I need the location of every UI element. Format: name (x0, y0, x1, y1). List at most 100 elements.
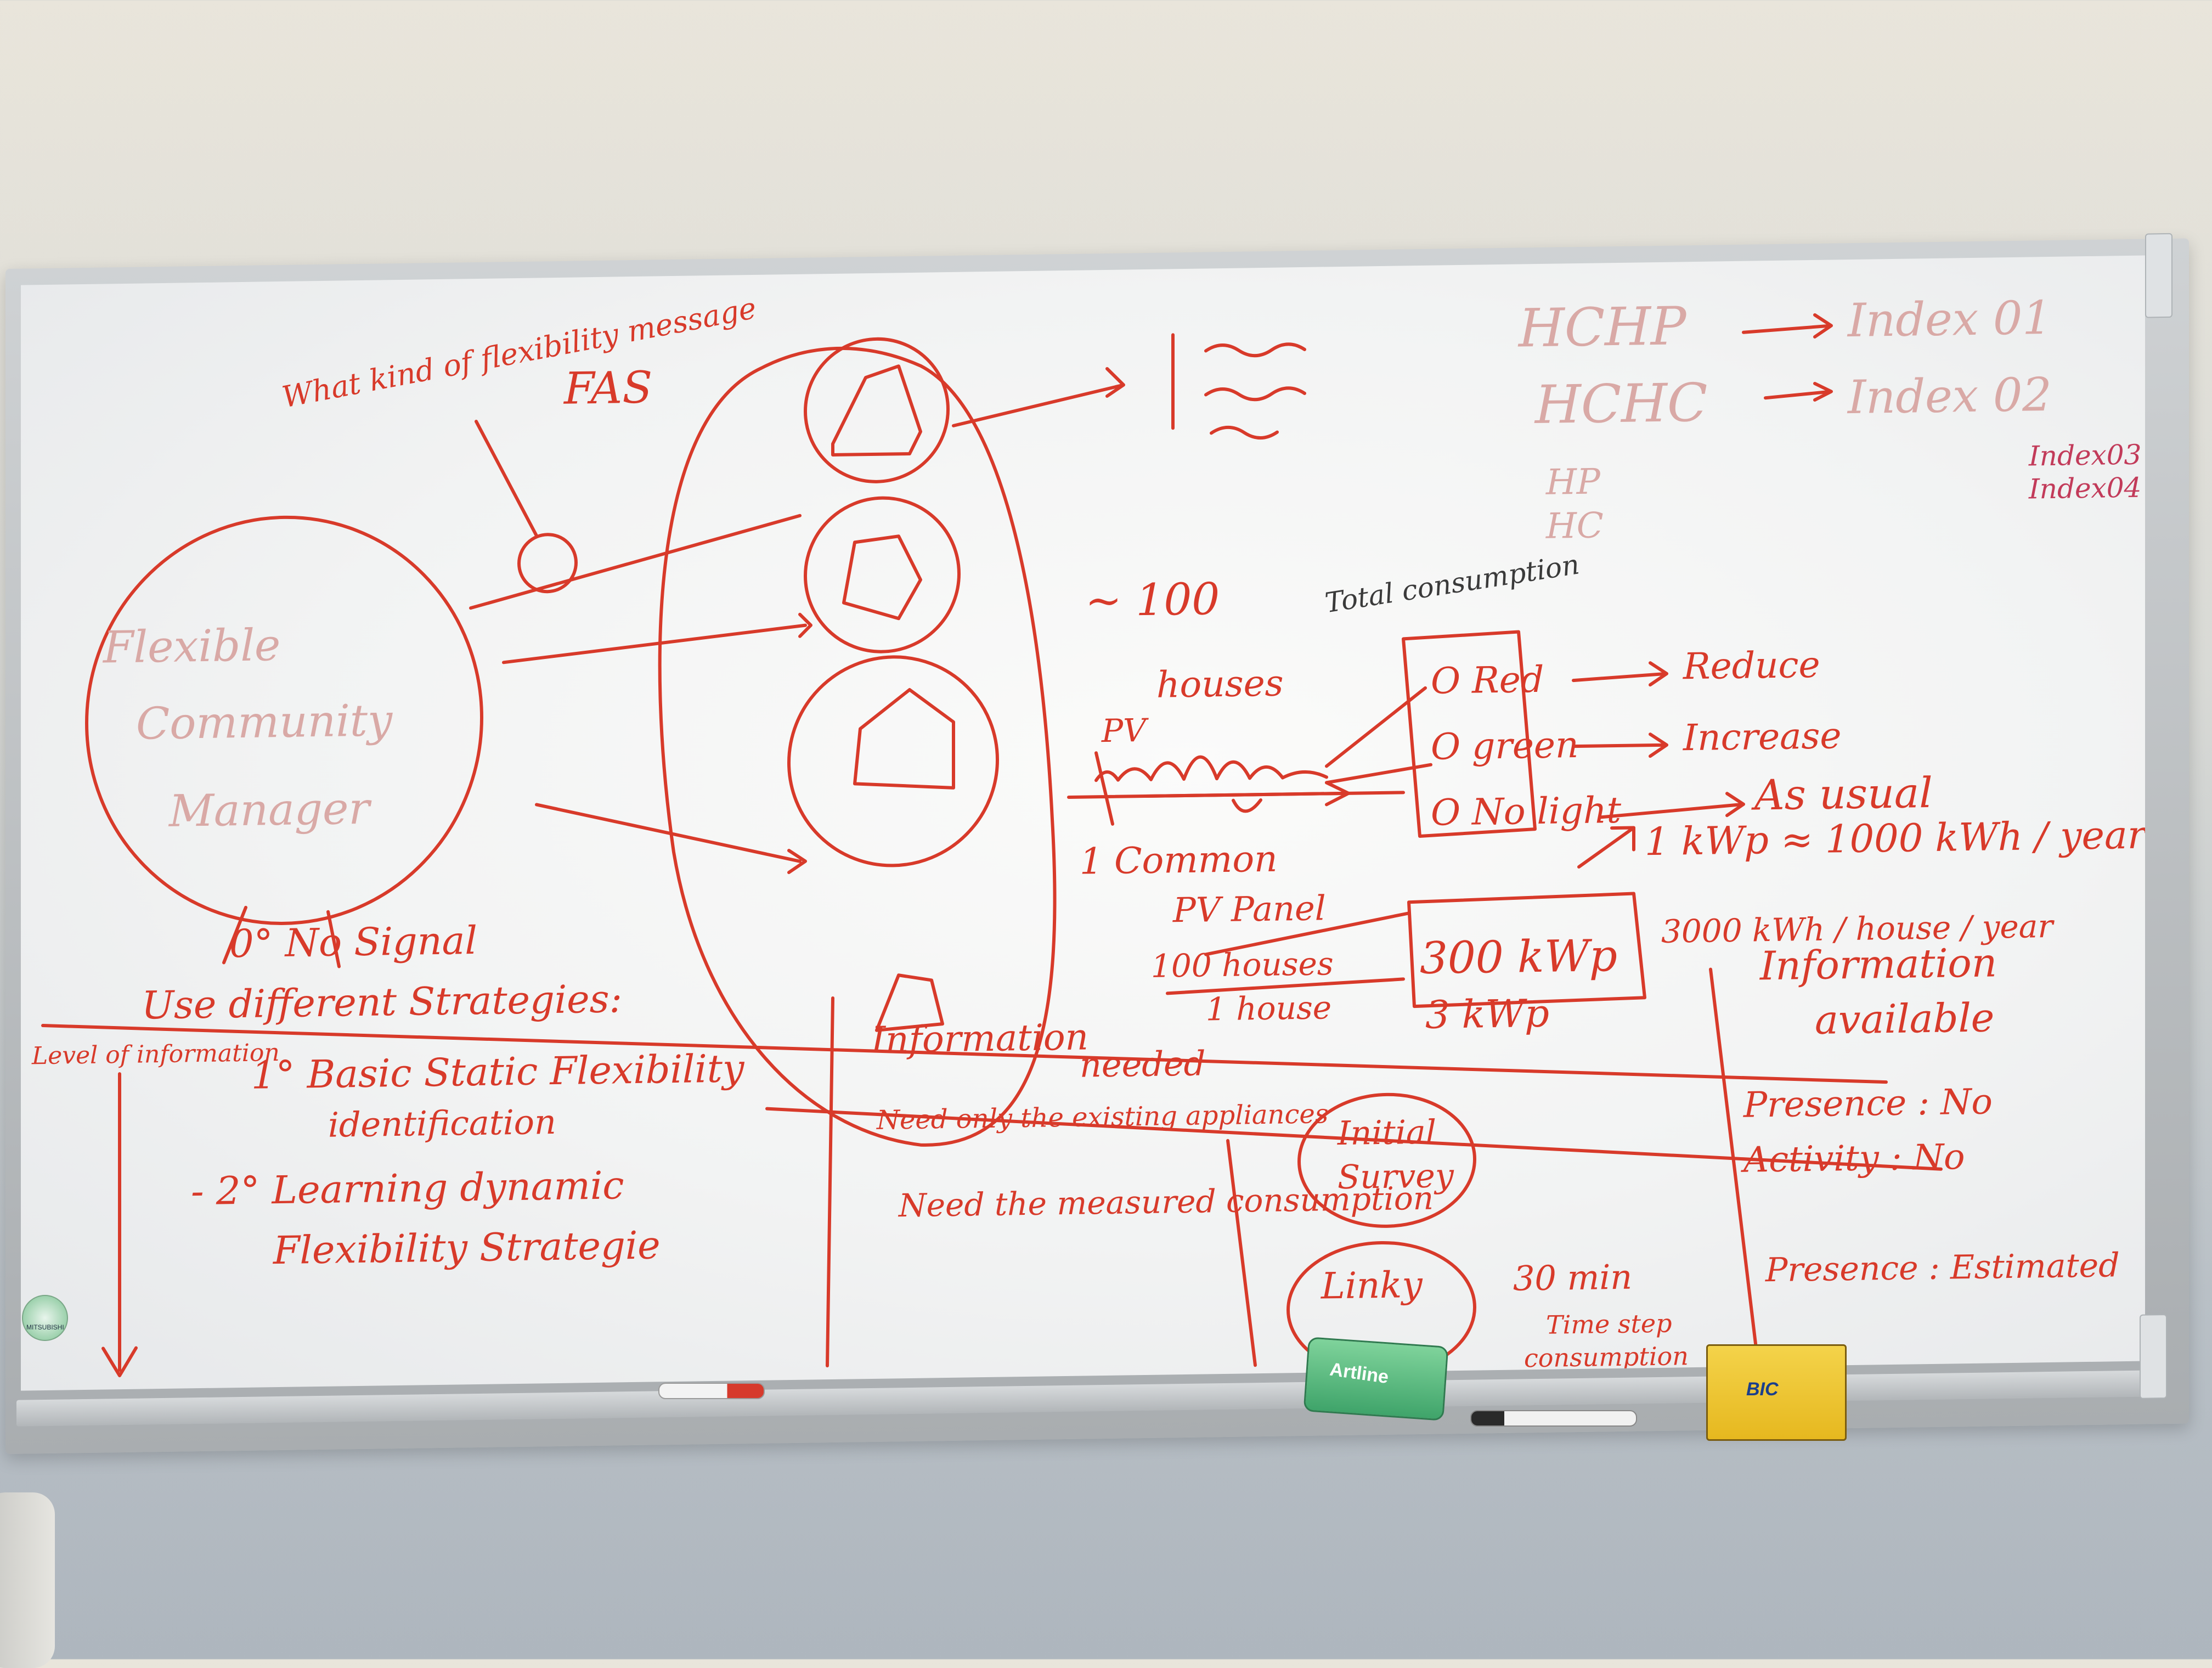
linky-text: Linky (1321, 1264, 1423, 1308)
learning-text: - 2° Learning dynamic (191, 1163, 624, 1214)
light-red-text: O Red (1431, 658, 1544, 702)
house-shape-3 (853, 688, 955, 790)
whiteboard: What kind of flexibility message FAS Fle… (5, 233, 2189, 1455)
brand-sticker: MITSUBISHI (22, 1295, 68, 1341)
flex-strategy-text: Flexibility Strategie (272, 1222, 661, 1273)
activity-no-text: Activity : No (1741, 1137, 1965, 1181)
info-needed-2-text: needed (1080, 1043, 1205, 1085)
index04-text: Index04 (2028, 472, 2141, 505)
thirty-min-text: 30 min (1513, 1257, 1632, 1299)
table-divider-1 (826, 996, 834, 1368)
time-step-text: Time step (1546, 1309, 1672, 1340)
manager-circle (85, 515, 483, 925)
info-available-1-text: Information (1759, 939, 1997, 989)
sticker-label: MITSUBISHI (26, 1323, 64, 1331)
index02-text: Index 02 (1847, 368, 2052, 424)
hchp-text: HCHP (1517, 295, 1687, 359)
chair-edge (0, 1492, 55, 1668)
fas-text: FAS (563, 362, 652, 414)
manager-line3: Manager (168, 783, 372, 837)
info-available-2-text: available (1815, 994, 1994, 1043)
marker-box[interactable]: BIC (1706, 1344, 1847, 1441)
no-signal-text: 0° No Signal (229, 918, 477, 966)
black-marker[interactable] (1470, 1410, 1637, 1427)
red-marker[interactable] (658, 1383, 765, 1399)
kwp-box (1407, 892, 1646, 1008)
flex-question-text: What kind of flexibility message (279, 291, 759, 415)
kwp-arrows (1166, 911, 1410, 995)
consumption-arrows (1325, 686, 1432, 785)
hp-text: HP (1545, 461, 1601, 503)
common-pv-2-text: PV Panel (1172, 888, 1326, 930)
initial-survey-2-text: Survey (1338, 1157, 1454, 1197)
frame-corner-bottom (2140, 1314, 2167, 1399)
hc-text: HC (1545, 505, 1604, 546)
index03-text: Index03 (2028, 439, 2141, 472)
initial-survey-1-text: Initial (1337, 1113, 1436, 1153)
increase-text: Increase (1683, 714, 1841, 759)
arrow-index01 (1742, 313, 1833, 339)
index01-text: Index 01 (1847, 291, 2052, 347)
arrow-to-house-3 (535, 803, 807, 875)
identification-text: identification (328, 1102, 556, 1145)
kwp3-text: 3 kWp (1425, 991, 1549, 1038)
total-consumption-text: Total consumption (1323, 548, 1582, 619)
whiteboard-surface: What kind of flexibility message FAS Fle… (21, 255, 2145, 1391)
level-arrow (101, 1072, 138, 1378)
arrow-to-house-1 (469, 514, 802, 610)
survey-ellipse (1297, 1092, 1476, 1228)
manager-line1: Flexible (102, 619, 280, 673)
need-existing-text: Need only the existing appliances (876, 1098, 1328, 1136)
house-circle-1 (804, 337, 950, 483)
arrow-index02 (1764, 381, 1833, 402)
kwp-line-text: 1 kWp ≈ 1000 kWh / year (1645, 812, 2145, 864)
use-strategies-text: Use different Strategies: (142, 976, 622, 1028)
as-usual-text: As usual (1751, 768, 1933, 820)
arrow-as-usual (1599, 792, 1745, 819)
table-divider-2 (1226, 1139, 1257, 1367)
hundred-houses-text: 100 houses (1151, 945, 1334, 985)
light-green-text: O green (1431, 724, 1579, 768)
pv-axis (1067, 751, 1405, 826)
level-info-text: Level of information (31, 1039, 280, 1070)
graph-arrow (1144, 781, 1350, 807)
table-divider-3 (1709, 967, 1762, 1382)
marker-box-brand: BIC (1746, 1379, 1779, 1400)
light-none-text: O No light (1431, 789, 1622, 834)
manager-line2: Community (136, 695, 393, 750)
arrow-to-house-2 (502, 612, 812, 664)
house-shape-2 (842, 534, 922, 621)
presence-no-text: Presence : No (1743, 1081, 1993, 1125)
arrow-to-signal (952, 367, 1125, 427)
need-measured-text: Need the measured consumption (898, 1180, 1434, 1225)
reduce-text: Reduce (1683, 644, 1820, 688)
house-shape-4 (875, 973, 944, 1032)
frame-corner-top (2145, 233, 2172, 318)
house-shape-1 (831, 364, 922, 457)
kwh-house-text: 3000 kWh / house / year (1661, 908, 2055, 950)
one-house-text: 1 house (1206, 989, 1331, 1028)
arrow-increase (1572, 732, 1668, 758)
consumption-text: consumption (1524, 1341, 1689, 1373)
presence-est-text: Presence : Estimated (1765, 1246, 2120, 1289)
arrow-reduce (1572, 661, 1668, 687)
table-line-mid (765, 1107, 1943, 1171)
hchc-text: HCHC (1534, 372, 1707, 436)
message-node (517, 533, 578, 594)
question-pointer (475, 420, 538, 538)
manager-legs (222, 905, 341, 968)
eraser-brand: Artline (1328, 1359, 1390, 1388)
houses-cluster (658, 346, 1057, 1147)
common-pv-1-text: 1 Common (1080, 838, 1278, 883)
pv-curve (1094, 755, 1328, 782)
arrow-kwp (1577, 826, 1635, 869)
info-needed-1-text: Information (871, 1016, 1088, 1061)
signal-waves (1204, 342, 1306, 439)
whiteboard-ink: What kind of flexibility message FAS Fle… (31, 291, 2145, 1382)
light-box (1402, 630, 1537, 838)
whiteboard-eraser[interactable]: Artline (1303, 1337, 1449, 1421)
table-line-top (41, 1024, 1888, 1084)
kwp300-text: 300 kWp (1420, 930, 1617, 984)
graph-bracket (1232, 798, 1262, 813)
